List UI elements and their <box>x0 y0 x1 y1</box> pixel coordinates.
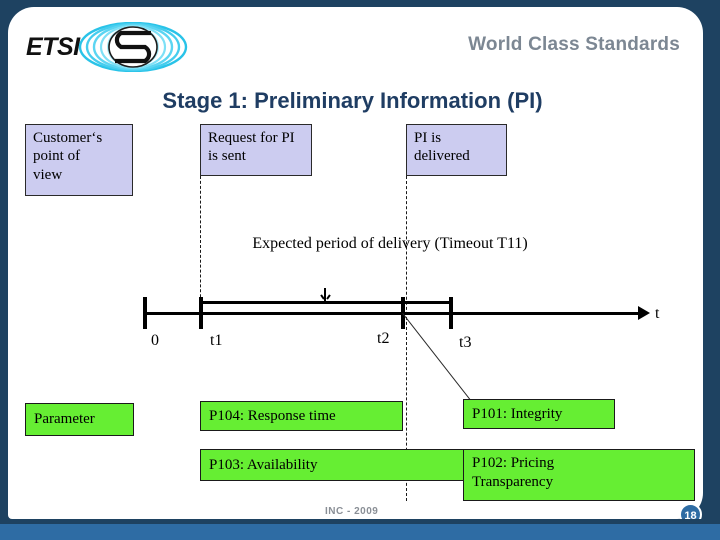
customer-view-line-1: Customer‘s <box>33 130 103 146</box>
tick-label-0: 0 <box>151 332 159 349</box>
tick-label-t1: t1 <box>210 332 223 349</box>
parameter-box-p103: P103: Availability <box>200 449 480 481</box>
brace-center-spike <box>324 288 326 303</box>
customer-view-label-box: Customer‘s point of view <box>25 124 133 196</box>
dashed-line-t2 <box>406 176 407 501</box>
etsi-logo: ETSI <box>26 22 188 72</box>
page-title: Stage 1: Preliminary Information (PI) <box>162 88 543 113</box>
timeline-axis-label: t <box>655 305 660 322</box>
bottom-bar <box>0 524 720 540</box>
expected-period-label: Expected period of delivery (Timeout T11… <box>252 235 528 252</box>
brace-center-spike-right <box>326 294 331 300</box>
etsi-logo-wave-icon <box>78 22 188 72</box>
timeline-axis <box>143 312 643 315</box>
customer-view-line-3: view <box>33 166 63 183</box>
parameter-box-p101: P101: Integrity <box>463 399 615 429</box>
parameter-box-p104: P104: Response time <box>200 401 403 431</box>
parameter-box-p102-line-1: P102: Pricing <box>472 455 555 471</box>
tick-label-t3: t3 <box>459 334 472 351</box>
event-box-request-sent: Request for PI is sent <box>200 124 312 176</box>
tagline: World Class Standards <box>468 34 680 55</box>
timeline-arrow-icon <box>638 306 650 320</box>
parameter-label-box: Parameter <box>25 403 134 436</box>
brace-bar <box>200 301 452 304</box>
period-brace <box>200 288 452 312</box>
tick-mark-t1 <box>199 297 203 329</box>
dashed-line-t1 <box>200 176 201 312</box>
customer-view-line-2: point of <box>33 148 81 165</box>
slide-content-panel <box>8 7 703 519</box>
parameter-box-p102-line-2: Transparency <box>472 473 554 490</box>
etsi-logo-wordmark: ETSI <box>26 33 80 61</box>
tick-label-t2: t2 <box>377 330 390 347</box>
footer-note: INC - 2009 <box>325 506 379 517</box>
tick-mark-t3 <box>449 297 453 329</box>
tick-mark-0 <box>143 297 147 329</box>
event-box-pi-delivered: PI is delivered <box>406 124 507 176</box>
bottom-bar-dark <box>0 519 720 527</box>
parameter-box-p102: P102: Pricing Transparency <box>463 449 695 501</box>
